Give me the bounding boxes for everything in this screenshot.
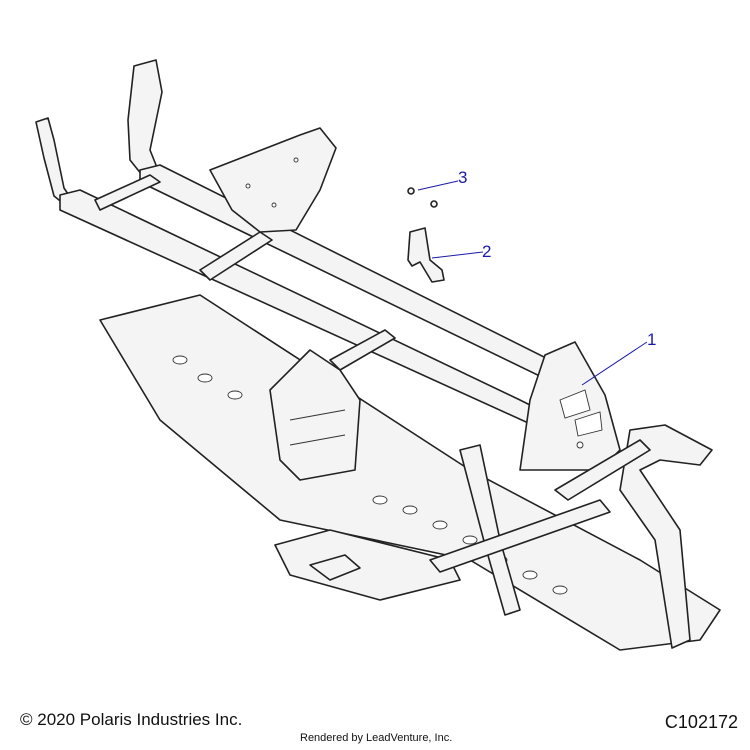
leader-line-2 [431, 251, 484, 259]
rear-skid-plate [209, 127, 337, 233]
mid-uprights [269, 349, 361, 481]
lower-floor-frame [99, 294, 721, 651]
rendered-by-text: Rendered by LeadVenture, Inc. [300, 732, 453, 744]
bolt-part [407, 187, 438, 208]
bracket-part [407, 227, 445, 283]
leader-line-1 [581, 341, 648, 386]
floor-holes [172, 355, 568, 595]
callout-2: 2 [482, 242, 492, 261]
copyright-text: © 2020 Polaris Industries Inc. [20, 710, 243, 729]
front-frame-hoop [429, 424, 713, 649]
diagram-code: C102172 [664, 712, 738, 732]
callout-1: 1 [647, 330, 657, 349]
callout-3: 3 [458, 168, 468, 187]
leader-line-3 [417, 180, 459, 191]
